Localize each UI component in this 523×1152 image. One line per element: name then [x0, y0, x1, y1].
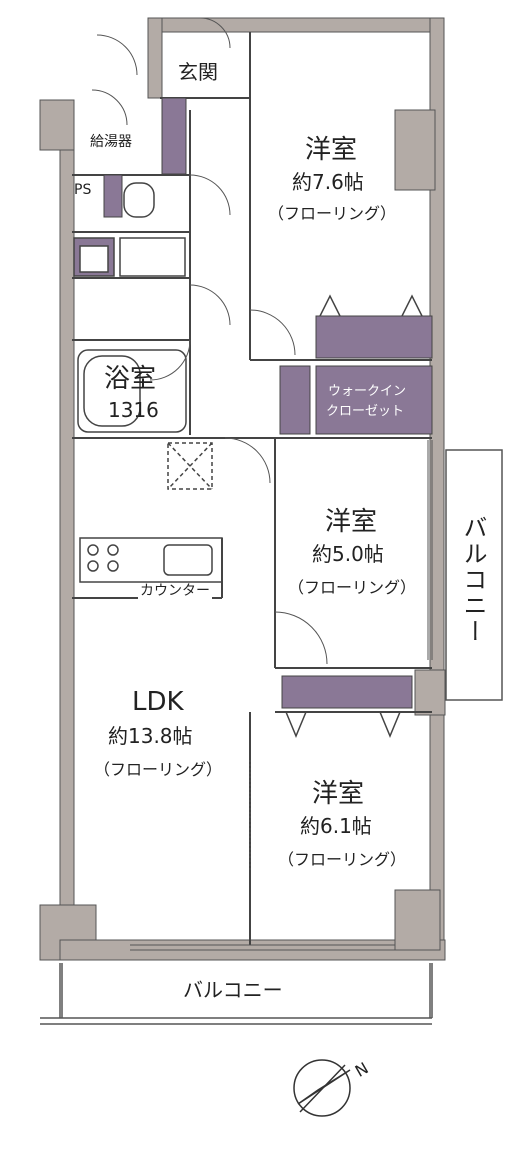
water-heater-label: 給湯器 — [90, 134, 132, 150]
toilet — [123, 182, 155, 218]
walk-in-closet-line2: クローゼット — [326, 404, 405, 419]
genkan-label: 玄関 — [178, 60, 218, 84]
exterior-walls — [39, 17, 446, 961]
counter-label: カウンター — [138, 583, 212, 601]
fixtures — [73, 182, 223, 583]
ldk-floor: （フローリング） — [94, 760, 223, 779]
ldk-size: 約13.8帖 — [108, 724, 193, 748]
interior-walls — [72, 32, 432, 945]
washbasin — [119, 237, 186, 277]
compass-icon — [293, 1059, 351, 1117]
balcony-side-outline — [445, 449, 503, 701]
bedroom-2-floor: （フローリング） — [288, 578, 417, 597]
walk-in-closet-line1: ウォークイン — [328, 384, 407, 399]
balconies — [40, 449, 503, 1025]
bedroom-1-name: 洋室 — [305, 135, 358, 165]
storage-blocks — [103, 97, 433, 709]
stove-burner — [87, 544, 99, 556]
bedroom-1-floor: （フローリング） — [268, 204, 397, 223]
bedroom-3-floor: （フローリング） — [278, 850, 407, 869]
balcony-side-label: バルコニー — [459, 515, 487, 645]
ldk-name: LDK — [132, 687, 184, 717]
bedroom-3-name: 洋室 — [312, 779, 365, 809]
bedroom-1-size: 約7.6帖 — [292, 170, 364, 194]
ps-label: PS — [74, 182, 92, 198]
bedroom-2-name: 洋室 — [325, 507, 378, 537]
windows — [130, 440, 433, 951]
kitchen-sink — [163, 544, 213, 576]
bath-name: 浴室 — [104, 364, 157, 394]
closet-doors — [285, 294, 423, 738]
kitchen-counter — [79, 537, 223, 583]
bath-size: 1316 — [108, 398, 159, 422]
bathtub — [77, 349, 187, 433]
bedroom-2-size: 約5.0帖 — [312, 542, 384, 566]
balcony-bottom-label: バルコニー — [183, 978, 283, 1002]
door-swings — [91, 17, 328, 665]
bedroom-3-size: 約6.1帖 — [300, 814, 372, 838]
